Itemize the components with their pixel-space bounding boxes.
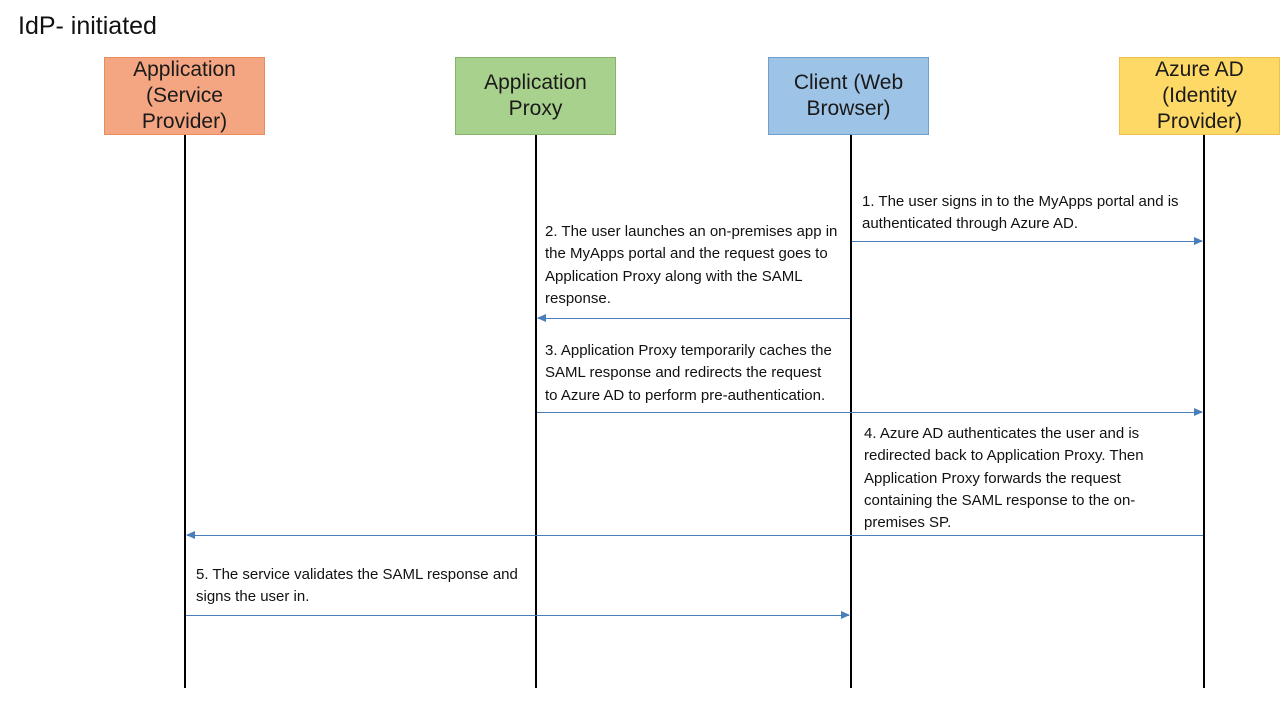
actor-azure-ad-identity-provider: Azure AD (Identity Provider) [1119,57,1280,135]
lifeline-client [850,135,852,688]
lifeline-application [184,135,186,688]
lifeline-application-proxy [535,135,537,688]
actor-client-web-browser: Client (Web Browser) [768,57,929,135]
message-1-text: 1. The user signs in to the MyApps porta… [862,193,1179,233]
message-3-arrow [537,408,1203,416]
message-2-arrow [537,314,850,322]
message-4-text: 4. Azure AD authenticates the user and i… [864,425,1144,532]
message-5-arrow [186,611,850,619]
actor-application-service-provider: Application (Service Provider) [104,57,265,135]
actor-label: Application (Service Provider) [133,58,236,133]
message-3-text: 3. Application Proxy temporarily caches … [545,342,832,404]
message-2-text: 2. The user launches an on-premises app … [545,223,838,307]
actor-label: Client (Web Browser) [793,71,904,120]
lifeline-azure-ad [1203,135,1205,688]
message-4-arrow [186,531,1203,539]
actor-label: Application Proxy [484,71,587,120]
diagram-title: IdP- initiated [18,12,157,40]
message-1-arrow [852,237,1203,245]
actor-application-proxy: Application Proxy [455,57,616,135]
actor-label: Azure AD (Identity Provider) [1155,58,1244,133]
message-5-text: 5. The service validates the SAML respon… [196,566,518,606]
